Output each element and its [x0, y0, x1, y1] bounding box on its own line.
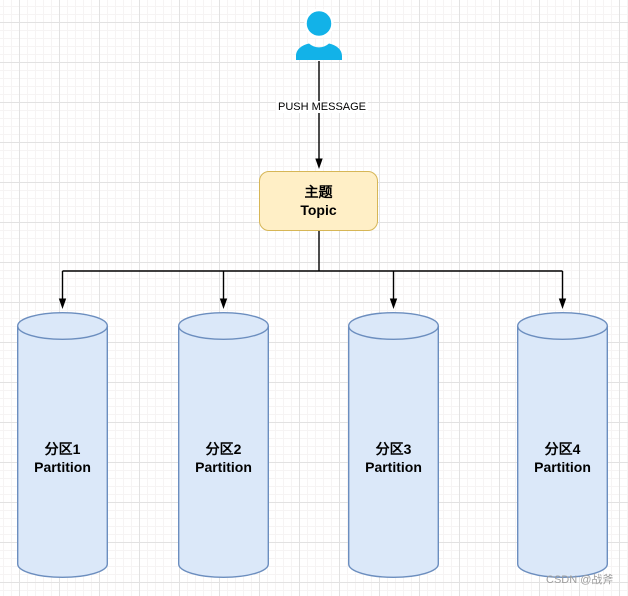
cylinder-shape [517, 312, 608, 578]
partition-label: 分区4 Partition [517, 312, 608, 476]
partition-node-2: 分区2 Partition [178, 312, 269, 578]
topic-label-en: Topic [300, 202, 337, 218]
partition-label-zh: 分区1 [44, 441, 81, 457]
push-message-label: PUSH MESSAGE [242, 101, 402, 114]
user-icon [296, 8, 342, 60]
edge-topic-branch [62, 231, 563, 272]
partition-label-zh: 分区2 [205, 441, 242, 457]
partition-label: 分区2 Partition [178, 312, 269, 476]
cylinder-shape [348, 312, 439, 578]
cylinder-shape [178, 312, 269, 578]
watermark: CSDN @战斧 [546, 574, 614, 586]
partition-label: 分区1 Partition [17, 312, 108, 476]
partition-label: 分区3 Partition [348, 312, 439, 476]
partition-label-zh: 分区3 [375, 441, 412, 457]
partition-label-en: Partition [195, 459, 252, 475]
topic-label-zh: 主题 [304, 184, 333, 200]
partition-label-en: Partition [365, 459, 422, 475]
cylinder-shape [17, 312, 108, 578]
partition-node-1: 分区1 Partition [17, 312, 108, 578]
partition-label-en: Partition [34, 459, 91, 475]
producer-node [296, 8, 342, 60]
partition-label-en: Partition [534, 459, 591, 475]
topic-node: 主题 Topic [259, 171, 378, 231]
partition-label-zh: 分区4 [544, 441, 581, 457]
push-message-text: PUSH MESSAGE [275, 101, 369, 113]
partition-node-4: 分区4 Partition [517, 312, 608, 578]
partition-node-3: 分区3 Partition [348, 312, 439, 578]
